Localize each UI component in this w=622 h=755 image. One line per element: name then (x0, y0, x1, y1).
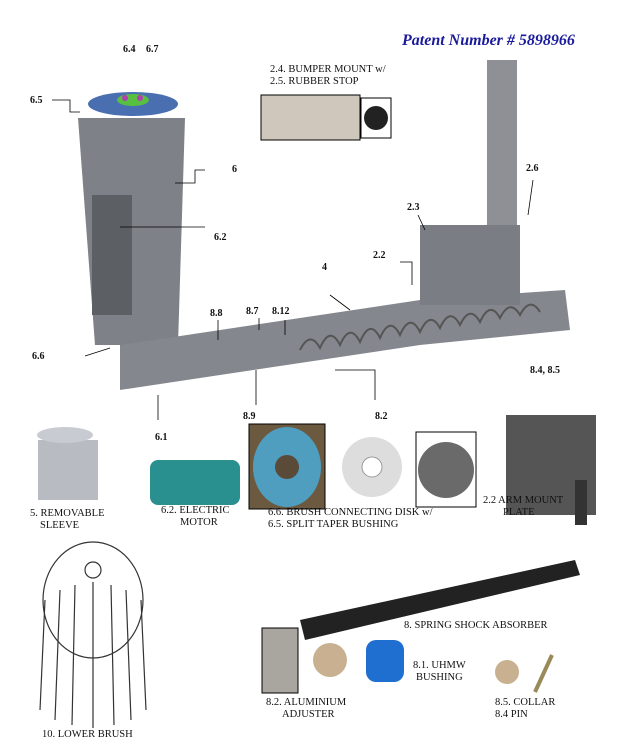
callout-6-1: 6.1 (155, 432, 168, 443)
electric-motor-photo (150, 460, 240, 505)
callout-6-4: 6.4 (123, 44, 136, 55)
callout-6: 6 (232, 164, 237, 175)
disk-caption-2: 6.5. SPLIT TAPER BUSHING (268, 519, 399, 530)
bolt (122, 95, 128, 101)
bumper-caption-2: 2.5. RUBBER STOP (270, 76, 359, 87)
adjuster-photo-2 (313, 643, 347, 677)
callout-2-6: 2.6 (526, 163, 539, 174)
adjuster-photo-1 (261, 627, 299, 694)
uhmw-caption-2: BUSHING (416, 672, 463, 683)
callout-8-8: 8.8 (210, 308, 223, 319)
motor-body (92, 195, 132, 315)
collar-photo (495, 660, 519, 684)
pin-photo (533, 654, 554, 693)
bolt (137, 95, 143, 101)
uhmw-bushing-photo (366, 640, 404, 682)
callout-2-3: 2.3 (407, 202, 420, 213)
bumper-caption-1: 2.4. BUMPER MOUNT w/ (270, 64, 386, 75)
callout-6-5: 6.5 (30, 95, 43, 106)
plate-caption-1: 2.2 ARM MOUNT (483, 495, 564, 506)
callout-8-2: 8.2 (375, 411, 388, 422)
callout-6-2: 6.2 (214, 232, 227, 243)
adjuster-caption-1: 8.2. ALUMINIUM (266, 697, 347, 708)
removable-sleeve-photo (38, 440, 98, 500)
collar-caption-1: 8.5. COLLAR (495, 697, 556, 708)
patent-number: Patent Number # 5898966 (402, 32, 575, 49)
sleeve-caption-2: SLEEVE (40, 520, 80, 531)
collar-caption-2: 8.4 PIN (495, 709, 528, 720)
callout-8-7: 8.7 (246, 306, 259, 317)
shock-caption: 8. SPRING SHOCK ABSORBER (404, 620, 548, 631)
shock-absorber-photo (300, 560, 580, 640)
arm (120, 290, 570, 390)
motor-caption-2: MOTOR (180, 517, 218, 528)
callout-6-6: 6.6 (32, 351, 45, 362)
callout-8-9: 8.9 (243, 411, 256, 422)
arm-mount (420, 225, 520, 305)
plate-caption-2: PLATE (503, 507, 535, 518)
lower-brush-drawing (39, 541, 147, 728)
callout-6-7: 6.7 (146, 44, 159, 55)
brush-caption: 10. LOWER BRUSH (42, 729, 133, 740)
callout-8-4-8-5: 8.4, 8.5 (530, 365, 560, 376)
motor-caption-1: 6.2. ELECTRIC (161, 505, 230, 516)
callout-4: 4 (322, 262, 327, 273)
callout-2-2: 2.2 (373, 250, 386, 261)
bumper-mount-photo (260, 94, 361, 141)
uhmw-caption-1: 8.1. UHMW (413, 660, 466, 671)
spring (299, 303, 541, 351)
disk-caption-1: 6.6. BRUSH CONNECTING DISK w/ (268, 507, 433, 518)
sleeve-caption-1: 5. REMOVABLE (30, 508, 105, 519)
adjuster-caption-2: ADJUSTER (282, 709, 335, 720)
taper-bushing (117, 94, 149, 106)
callout-8-12: 8.12 (272, 306, 290, 317)
